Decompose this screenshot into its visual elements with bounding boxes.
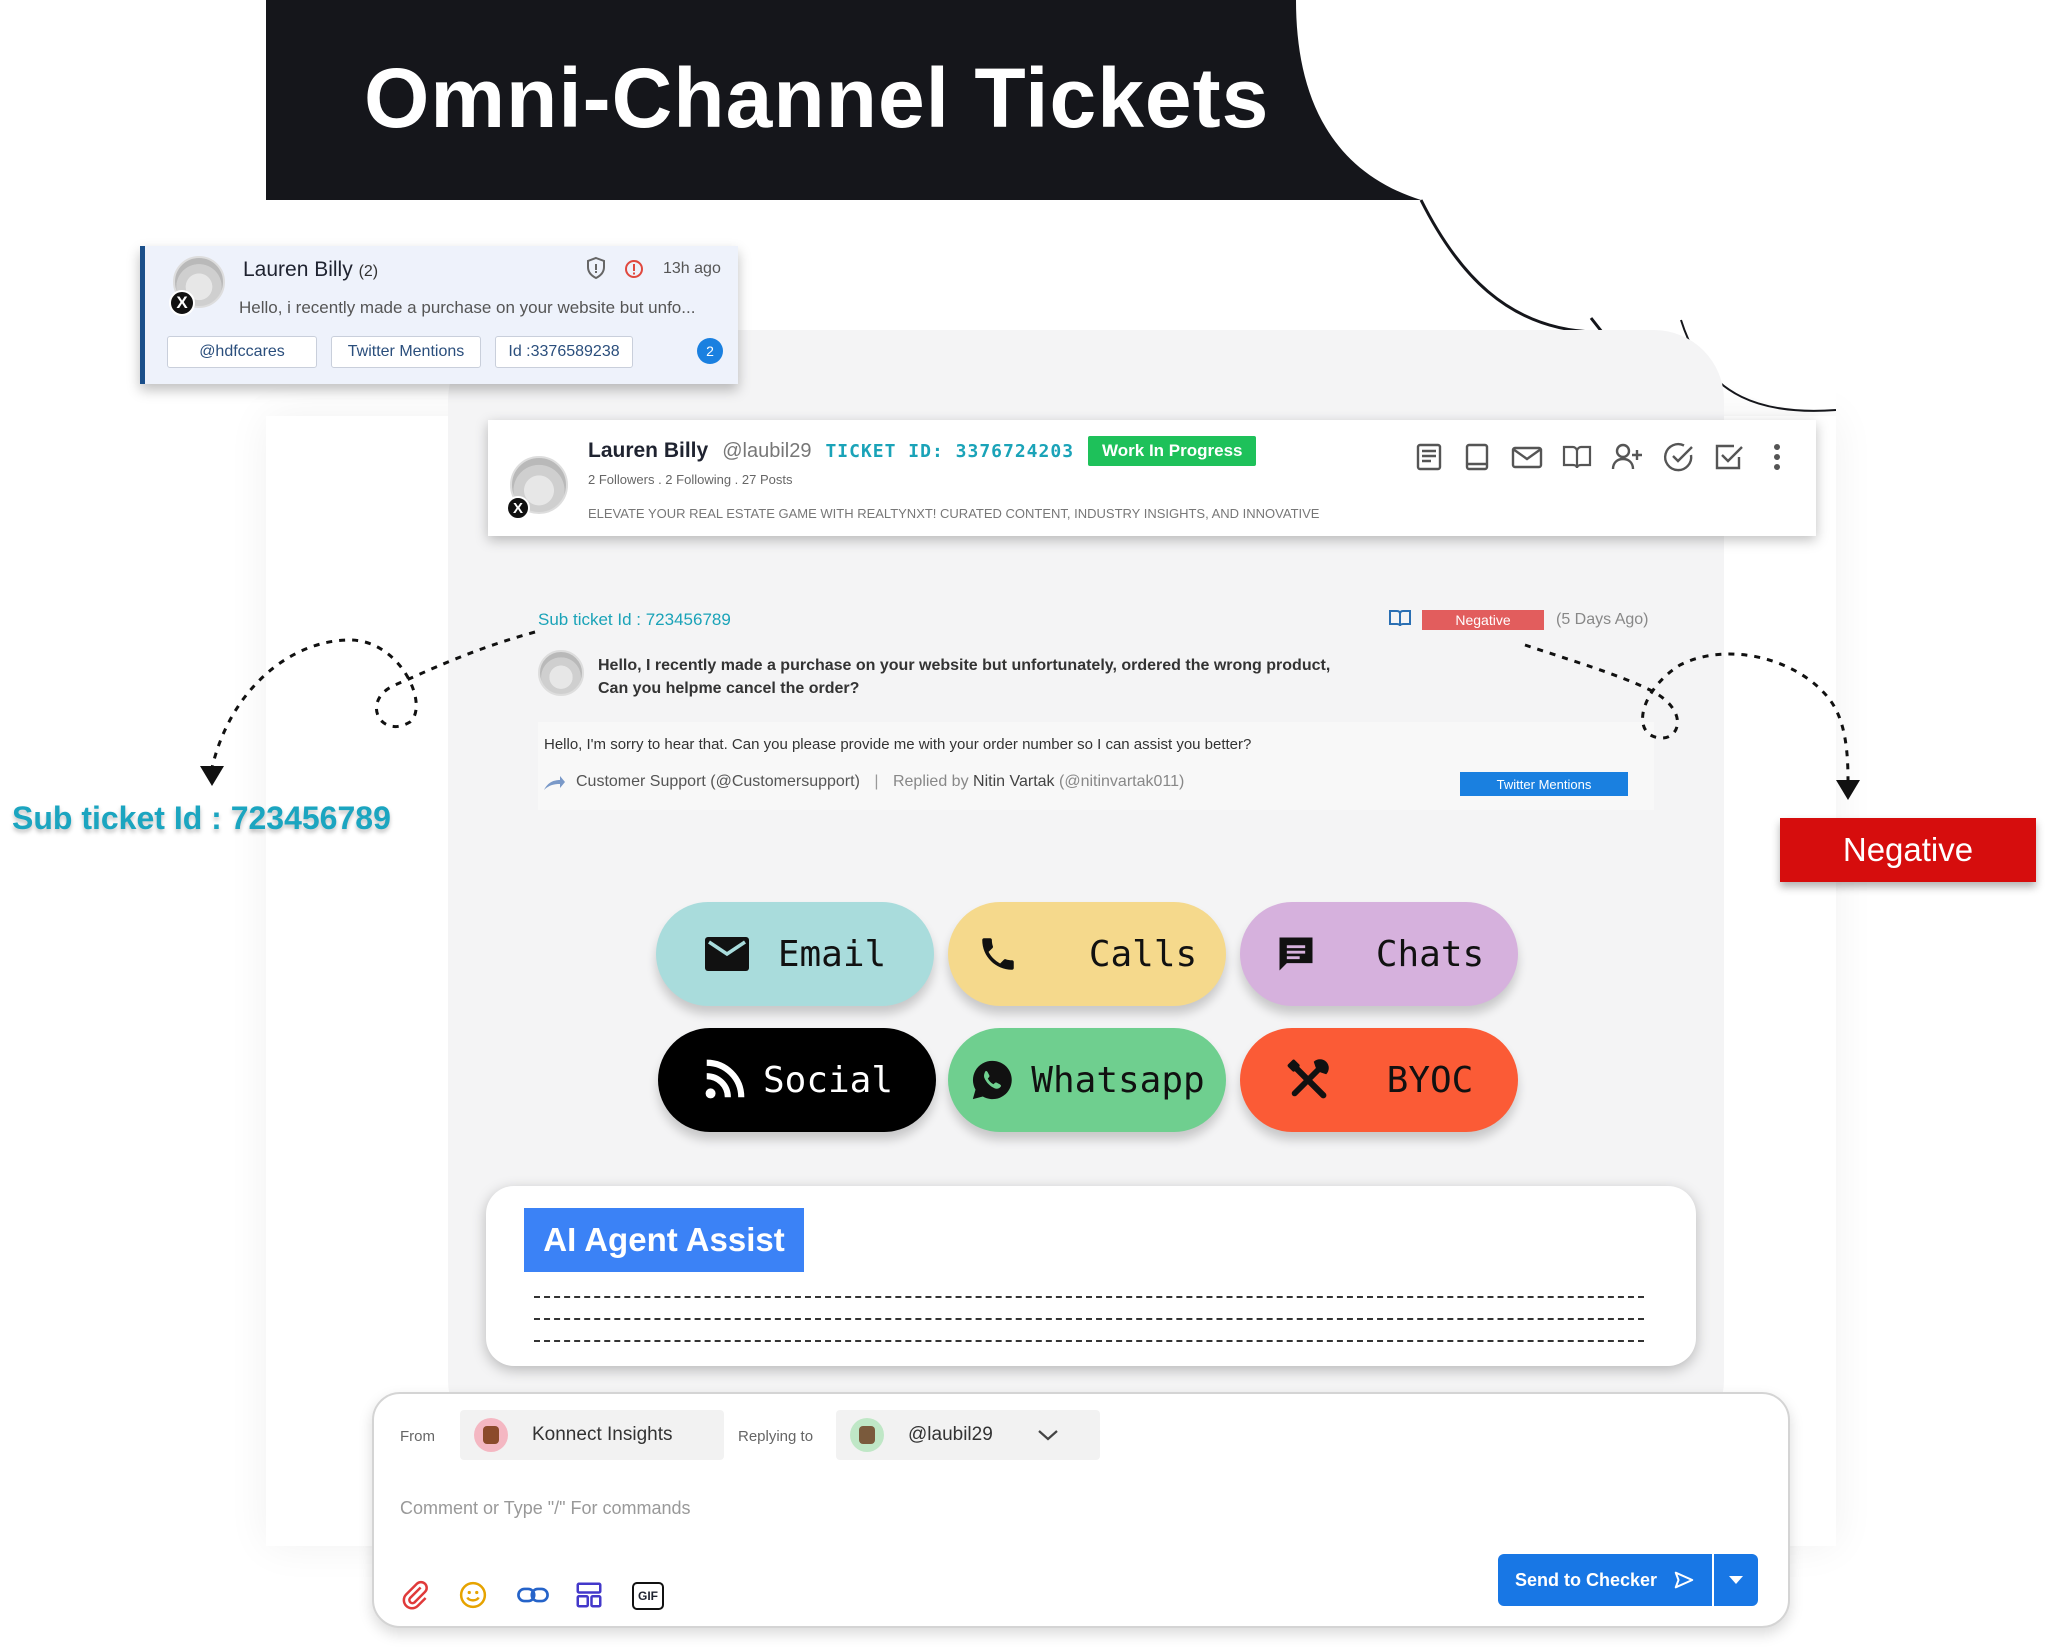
x-platform-icon: X xyxy=(506,496,530,520)
mail-icon[interactable] xyxy=(1510,440,1544,474)
reply-from: Customer Support (@Customersupport) xyxy=(576,773,860,790)
ticket-list-card[interactable]: X Lauren Billy (2) 13h ago Hello, i rece… xyxy=(140,246,738,384)
tools-icon xyxy=(1287,1059,1329,1099)
book-icon[interactable] xyxy=(1460,440,1494,474)
message-avatar xyxy=(538,650,584,696)
ticket-count: (2) xyxy=(358,263,379,280)
chip-ticket-id[interactable]: Id :3376589238 xyxy=(495,336,633,368)
reply-channel-badge: Twitter Mentions xyxy=(1460,772,1628,796)
channel-label: Calls xyxy=(1088,933,1198,975)
comment-input[interactable]: Comment or Type "/" For commands xyxy=(400,1498,691,1518)
header-banner xyxy=(266,0,1836,412)
reply-text: Hello, I'm sorry to hear that. Can you p… xyxy=(544,736,1252,753)
recipient-avatar xyxy=(850,1418,884,1452)
ticket-time: 13h ago xyxy=(663,260,721,277)
caret-down-icon xyxy=(1729,1576,1743,1584)
from-select[interactable]: Konnect Insights xyxy=(460,1410,724,1460)
replying-select[interactable]: @laubil29 xyxy=(836,1410,1100,1460)
ai-assist-label[interactable]: AI Agent Assist xyxy=(524,1208,804,1272)
replying-label: Replying to xyxy=(738,1428,814,1445)
profile-header: X Lauren Billy @laubil29 TICKET ID: 3376… xyxy=(488,420,1816,536)
reply-arrow-icon xyxy=(544,776,565,790)
channel-chats[interactable]: Chats xyxy=(1240,902,1518,1006)
template-icon[interactable] xyxy=(574,1580,604,1610)
replied-by-name: Nitin Vartak xyxy=(973,773,1055,790)
emoji-icon[interactable] xyxy=(458,1580,488,1610)
brand-avatar xyxy=(474,1418,508,1452)
alert-icon xyxy=(625,260,643,278)
channel-label: Chats xyxy=(1375,933,1485,975)
ticket-card-name: Lauren Billy (2) xyxy=(243,258,378,282)
profile-handle: @laubil29 xyxy=(722,439,812,462)
ticket-id: TICKET ID: 3376724203 xyxy=(825,440,1075,462)
check-circle-icon[interactable] xyxy=(1662,440,1696,474)
gif-icon[interactable]: GIF xyxy=(632,1582,664,1610)
channel-label: BYOC xyxy=(1386,1059,1474,1101)
agent-reply: Hello, I'm sorry to hear that. Can you p… xyxy=(538,722,1654,810)
profile-name: Lauren Billy xyxy=(588,439,709,462)
channel-whatsapp[interactable]: Whatsapp xyxy=(948,1028,1226,1132)
annotation-arrows xyxy=(200,630,1860,800)
from-label: From xyxy=(400,1428,435,1445)
channel-social[interactable]: Social xyxy=(658,1028,936,1132)
whatsapp-icon xyxy=(973,1060,1013,1100)
sub-ticket-link[interactable]: Sub ticket Id : 723456789 xyxy=(538,610,731,629)
channel-calls[interactable]: Calls xyxy=(948,902,1226,1006)
replying-value: @laubil29 xyxy=(908,1424,993,1445)
open-book-icon[interactable] xyxy=(1560,440,1594,474)
link-icon[interactable] xyxy=(516,1580,550,1610)
send-options-button[interactable] xyxy=(1714,1554,1758,1606)
replied-by-handle: (@nitinvartak011) xyxy=(1059,773,1185,790)
mail-icon xyxy=(704,937,749,971)
page-title: Omni-Channel Tickets xyxy=(364,51,1270,145)
customer-name: Lauren Billy xyxy=(243,258,353,281)
message-age: (5 Days Ago) xyxy=(1556,611,1649,628)
chip-channel[interactable]: Twitter Mentions xyxy=(331,336,481,368)
channel-byoc[interactable]: BYOC xyxy=(1240,1028,1518,1132)
notes-icon[interactable] xyxy=(1412,440,1446,474)
shield-icon[interactable] xyxy=(585,256,607,280)
ticket-preview: Hello, i recently made a purchase on you… xyxy=(239,298,696,317)
channel-label: Social xyxy=(762,1059,894,1101)
chip-handle[interactable]: @hdfccares xyxy=(167,336,317,368)
message-line-1: Hello, I recently made a purchase on you… xyxy=(598,657,1331,674)
from-value: Konnect Insights xyxy=(532,1424,673,1445)
rss-icon xyxy=(705,1059,745,1099)
placeholder-line xyxy=(534,1318,1644,1320)
placeholder-line xyxy=(534,1340,1644,1342)
profile-stats: 2 Followers . 2 Following . 27 Posts xyxy=(588,472,793,487)
reply-composer: From Konnect Insights Replying to @laubi… xyxy=(372,1392,1790,1628)
send-label: Send to Checker xyxy=(1514,1569,1658,1590)
open-book-icon[interactable] xyxy=(1388,606,1412,630)
customer-message: Hello, I recently made a purchase on you… xyxy=(598,654,1330,700)
channel-label: Whatsapp xyxy=(1031,1059,1205,1101)
phone-icon xyxy=(982,938,1014,970)
placeholder-line xyxy=(534,1296,1644,1298)
attachment-icon[interactable] xyxy=(400,1580,430,1610)
channel-label: Email xyxy=(777,933,887,975)
check-square-icon[interactable] xyxy=(1712,440,1746,474)
profile-bio: ELEVATE YOUR REAL ESTATE GAME WITH REALT… xyxy=(588,506,1320,521)
sentiment-badge: Negative xyxy=(1422,610,1544,630)
message-line-2: Can you helpme cancel the order? xyxy=(598,680,860,697)
replied-by-label: Replied by xyxy=(892,773,969,790)
send-icon xyxy=(1674,1571,1694,1589)
more-vertical-icon[interactable] xyxy=(1760,440,1794,474)
channel-email[interactable]: Email xyxy=(656,902,934,1006)
send-to-checker-button[interactable]: Send to Checker xyxy=(1498,1554,1712,1606)
chevron-down-icon xyxy=(1038,1430,1058,1441)
reply-meta: Customer Support (@Customersupport) | Re… xyxy=(576,773,1185,790)
add-user-icon[interactable] xyxy=(1610,440,1644,474)
x-platform-icon: X xyxy=(169,290,195,316)
status-badge[interactable]: Work In Progress xyxy=(1088,436,1257,466)
profile-title-row: Lauren Billy @laubil29 TICKET ID: 337672… xyxy=(588,436,1257,466)
unread-badge: 2 xyxy=(697,338,723,364)
negative-callout: Negative xyxy=(1780,818,2036,882)
sub-ticket-callout: Sub ticket Id : 723456789 xyxy=(12,800,391,836)
chat-icon xyxy=(1279,937,1313,971)
